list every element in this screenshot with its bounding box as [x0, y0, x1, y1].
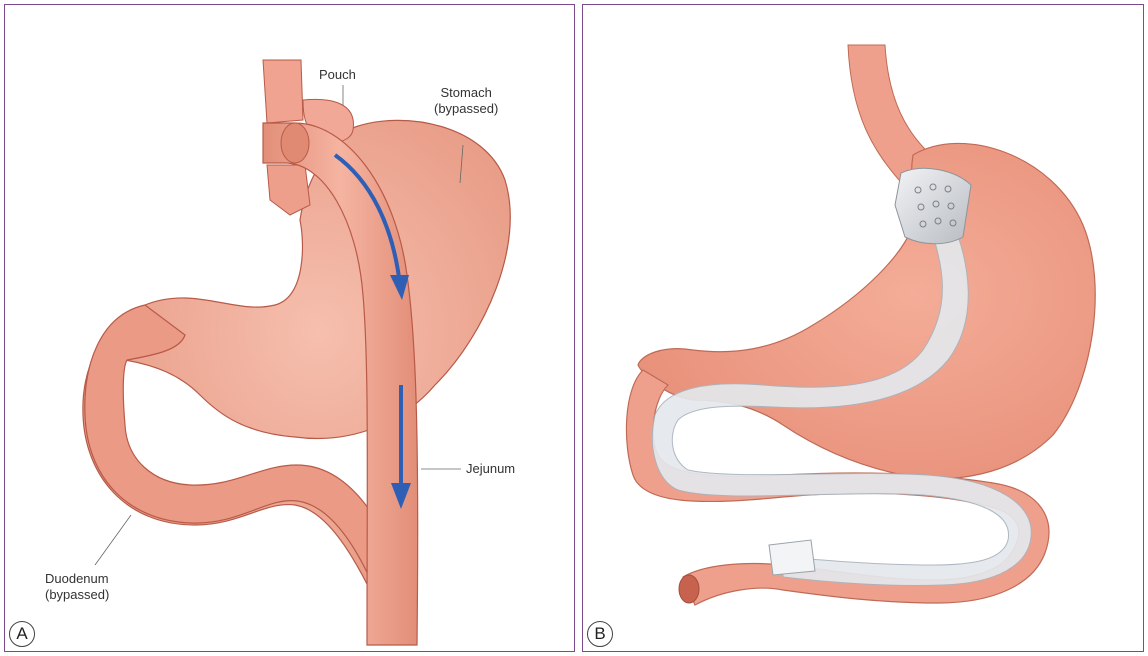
liner-distal-end [769, 540, 815, 575]
leader-duodenum [95, 515, 131, 565]
liner-anchor [895, 168, 971, 243]
intestine-end [679, 575, 699, 603]
panel-label-b: B [587, 621, 613, 647]
stomach [638, 143, 1095, 478]
bypass-liner-illustration [583, 5, 1144, 652]
label-jejunum: Jejunum [466, 461, 515, 477]
panel-a: Pouch Stomach (bypassed) Jejunum Duodenu… [4, 4, 575, 652]
limb-end [281, 123, 309, 163]
esophagus [263, 60, 303, 123]
pouch-fold [267, 165, 310, 215]
label-duodenum: Duodenum (bypassed) [45, 571, 109, 603]
panel-label-a: A [9, 621, 35, 647]
label-stomach: Stomach (bypassed) [434, 85, 498, 117]
panel-b: B [582, 4, 1144, 652]
label-pouch: Pouch [319, 67, 356, 83]
